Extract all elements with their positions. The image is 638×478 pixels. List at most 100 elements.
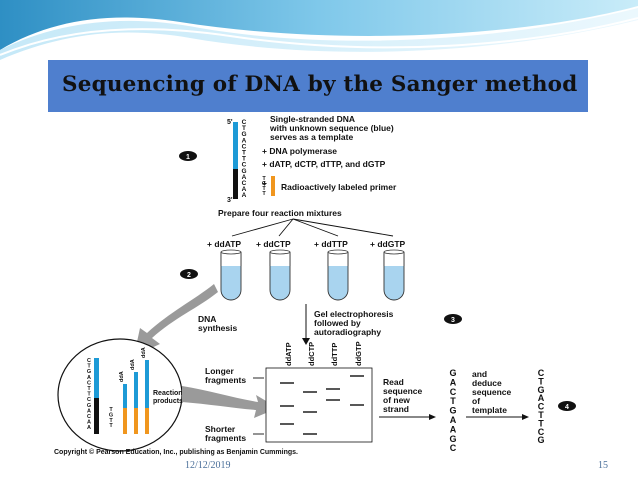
prepare-mixtures-label: Prepare four reaction mixtures [218,208,342,218]
circle-template-letter: T [87,386,91,392]
circle-dda-labels: ddA ddA ddA [119,347,147,382]
template-letter: A [242,192,247,199]
svg-text:followed by: followed by [314,318,361,328]
template-sequence-letter: G [537,385,544,395]
template-letter: A [242,186,247,193]
template-letter: C [242,162,247,169]
tube-label: + ddCTP [256,239,291,249]
primer-letter: T [262,186,266,192]
gel-lane-label: ddTTP [330,343,339,366]
template-letter: T [242,125,246,132]
reaction-products-label: Reaction products [153,390,183,405]
template-sequence-letter: G [537,435,544,445]
shorter-fragments-label: Shorter fragments [205,424,246,443]
new-strand-letter: A [450,415,457,425]
new-strand-letter: G [449,368,456,378]
reaction-tubes [220,249,405,301]
svg-text:2: 2 [187,272,191,279]
svg-text:sequence: sequence [383,386,422,396]
svg-text:autoradiography: autoradiography [314,327,381,337]
template-letter: G [241,168,246,175]
tube-label: + ddGTP [370,239,406,249]
gel-bands [280,375,364,435]
template-letter: T [242,156,246,163]
step-1-badge: 1 [179,151,197,161]
gel-lane-label: ddCTP [307,342,316,366]
svg-text:Longer: Longer [205,366,234,376]
primer-letter: T [262,176,266,182]
svg-text:1: 1 [186,154,190,161]
step-3-badge: 3 [444,314,462,324]
template-sequence-letter: T [538,376,544,386]
title-banner [48,60,588,112]
svg-text:Single-stranded DNA: Single-stranded DNA [270,114,355,124]
template-sequence-letter: T [538,418,544,428]
svg-text:synthesis: synthesis [198,323,237,333]
svg-text:+ dATP, dCTP, dTTP, and dGTP: + dATP, dCTP, dTTP, and dGTP [262,159,386,169]
template-letter: G [241,131,246,138]
header-swoosh-decoration [0,0,638,60]
circle-dda-label: ddA [119,371,125,382]
new-strand-letter: C [450,387,457,397]
svg-text:Shorter: Shorter [205,424,236,434]
gel-lane-labels: ddATP ddCTP ddTTP ddGTP [284,341,363,366]
template-strand-black [233,169,238,199]
template-letter: A [242,137,247,144]
template-sequence-letter: T [538,410,544,420]
reaction-tube [327,249,349,301]
copyright-text: Copyright © Pearson Education, Inc., pub… [54,448,298,456]
primer-letter: T [262,191,266,197]
circle-primer-letter: T [109,418,113,424]
tube-labels: + ddATP+ ddCTP+ ddTTP+ ddGTP [207,239,406,249]
svg-text:Read: Read [383,377,404,387]
reaction-tube [383,249,405,301]
svg-text:deduce: deduce [472,378,502,388]
svg-text:products: products [153,398,183,405]
svg-text:with unknown sequence (blue): with unknown sequence (blue) [269,123,394,133]
gel-lane-label: ddATP [284,342,293,366]
template-sequence-letter: A [538,393,545,403]
svg-text:fragments: fragments [205,375,246,385]
svg-text:+ DNA polymerase: + DNA polymerase [262,146,337,156]
step-4-badge: 4 [558,401,576,411]
svg-text:serves as a template: serves as a template [270,132,353,142]
circle-template-letter: A [87,408,91,414]
svg-text:4: 4 [565,404,569,411]
split-arrows [231,218,394,237]
svg-text:strand: strand [383,404,409,414]
svg-text:of: of [472,396,480,406]
template-sequence-letter: C [538,368,545,378]
primer-letter: G [262,181,266,187]
three-prime-label: 3' [227,197,233,204]
reaction-tube [269,249,291,301]
template-sequence-letter: C [538,427,545,437]
svg-text:sequence: sequence [472,387,511,397]
circle-template-letter: A [87,375,91,381]
circle-template-letter: T [87,364,91,370]
reaction-tube [220,249,242,301]
circle-template-letter: C [87,380,91,386]
circle-template-letter: G [87,369,91,375]
svg-text:template: template [472,405,507,415]
read-sequence-label: Read sequence of new strand [383,377,422,414]
products-to-gel-arrow [182,386,278,418]
dna-synthesis-label: DNA [198,314,216,324]
circle-primer-letter: T [109,407,113,413]
circle-template-letter: C [87,397,91,403]
svg-text:of new: of new [383,395,410,405]
svg-text:Reaction: Reaction [153,390,183,397]
circle-template-letter: A [87,420,91,426]
circle-primer-letter: G [109,412,113,418]
slide-date: 12/12/2019 [185,460,231,471]
template-strand-blue [233,122,238,169]
slide-title: Sequencing of DNA by the Sanger method [62,72,578,97]
circle-dda-label: ddA [130,359,136,370]
gel-lane-label: ddGTP [354,341,363,366]
circle-dda-label: ddA [141,347,147,358]
circle-template-letter: A [87,425,91,431]
new-strand-letter: G [449,406,456,416]
